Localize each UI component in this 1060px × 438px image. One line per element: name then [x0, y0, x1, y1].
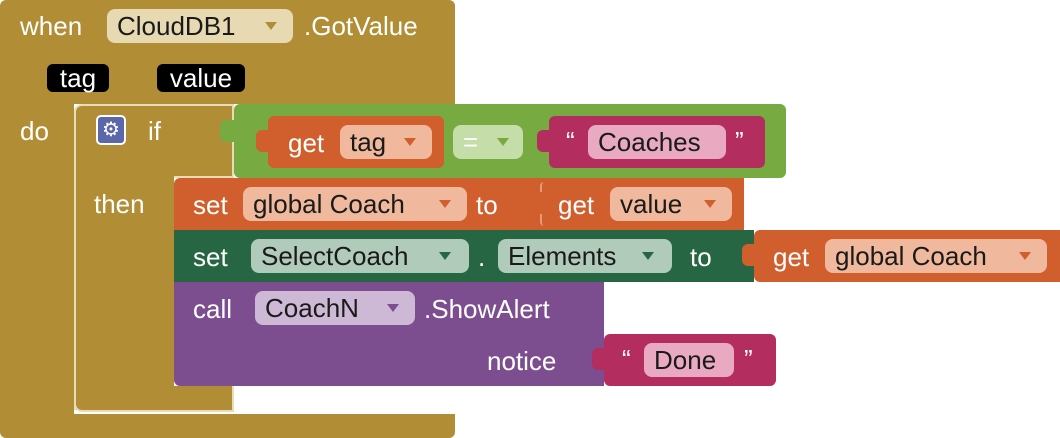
to-keyword: to — [476, 190, 498, 220]
var-dropdown-label: global Coach — [253, 189, 405, 219]
operator-label: = — [463, 127, 479, 157]
close-quote: ” — [744, 344, 753, 374]
open-quote: “ — [566, 126, 575, 156]
dropdown-arrow-icon — [642, 252, 654, 260]
get-value-connector — [528, 192, 542, 214]
var-dropdown-label: value — [620, 189, 683, 219]
event-block-bottom-arm — [0, 414, 455, 438]
then-keyword: then — [94, 189, 145, 219]
component-dropdown-select-coach[interactable]: SelectCoach — [251, 239, 469, 273]
var-dropdown-global-coach[interactable]: global Coach — [243, 187, 467, 221]
event-block-left-arm — [0, 100, 74, 418]
component-dropdown-coach-n[interactable]: CoachN — [255, 291, 415, 325]
get-tag-connector — [256, 130, 270, 152]
method-name: .ShowAlert — [424, 294, 550, 324]
dropdown-arrow-icon — [439, 252, 451, 260]
call-method-block-lower — [174, 334, 604, 386]
get-keyword: get — [773, 242, 810, 272]
text-block-connector — [537, 130, 551, 152]
text-field-done[interactable]: Done — [644, 343, 734, 377]
component-dropdown-cloud-db[interactable]: CloudDB1 — [107, 9, 293, 43]
var-dropdown-value[interactable]: value — [610, 187, 732, 221]
set-keyword: set — [193, 190, 228, 220]
var-dropdown-label: tag — [350, 127, 387, 157]
var-dropdown-tag[interactable]: tag — [340, 125, 432, 159]
component-dropdown-label: CloudDB1 — [117, 11, 236, 41]
property-dropdown-label: Elements — [508, 241, 617, 271]
close-quote: ” — [735, 126, 744, 156]
text-field-label: Coaches — [598, 127, 701, 157]
operator-dropdown[interactable]: = — [453, 125, 523, 159]
text-field-coaches[interactable]: Coaches — [588, 125, 726, 159]
property-dropdown-elements[interactable]: Elements — [498, 239, 672, 273]
do-keyword: do — [20, 116, 49, 146]
dropdown-arrow-icon — [265, 22, 277, 30]
param-tag[interactable]: tag — [47, 64, 109, 92]
text-field-label: Done — [654, 345, 717, 375]
var-dropdown-label: global Coach — [835, 241, 987, 271]
var-dropdown-global-coach[interactable]: global Coach — [825, 239, 1047, 273]
dropdown-arrow-icon — [404, 138, 416, 146]
compare-block-connector — [220, 120, 234, 142]
gear-icon[interactable]: ⚙ — [96, 115, 126, 145]
if-then-bottom-arm — [74, 386, 234, 412]
notice-arg-label: notice — [487, 346, 557, 376]
when-keyword: when — [20, 11, 83, 41]
if-then-left-arm — [74, 170, 174, 410]
component-dropdown-label: SelectCoach — [261, 241, 409, 271]
if-keyword: if — [148, 116, 161, 146]
dropdown-arrow-icon — [439, 200, 451, 208]
get-keyword: get — [558, 190, 595, 220]
component-dropdown-label: CoachN — [265, 293, 359, 323]
dot-separator: . — [478, 242, 486, 272]
param-value[interactable]: value — [157, 64, 245, 92]
dropdown-arrow-icon — [497, 138, 509, 146]
dropdown-arrow-icon — [387, 304, 399, 312]
dropdown-arrow-icon — [704, 200, 716, 208]
dropdown-arrow-icon — [1019, 252, 1031, 260]
set-keyword: set — [193, 242, 228, 272]
open-quote: “ — [622, 344, 631, 374]
get-global-coach-connector — [742, 244, 756, 266]
event-name: .GotValue — [304, 11, 418, 41]
to-keyword: to — [690, 242, 712, 272]
text-block-done-connector — [592, 348, 606, 370]
call-keyword: call — [193, 294, 233, 324]
get-keyword: get — [288, 128, 325, 158]
